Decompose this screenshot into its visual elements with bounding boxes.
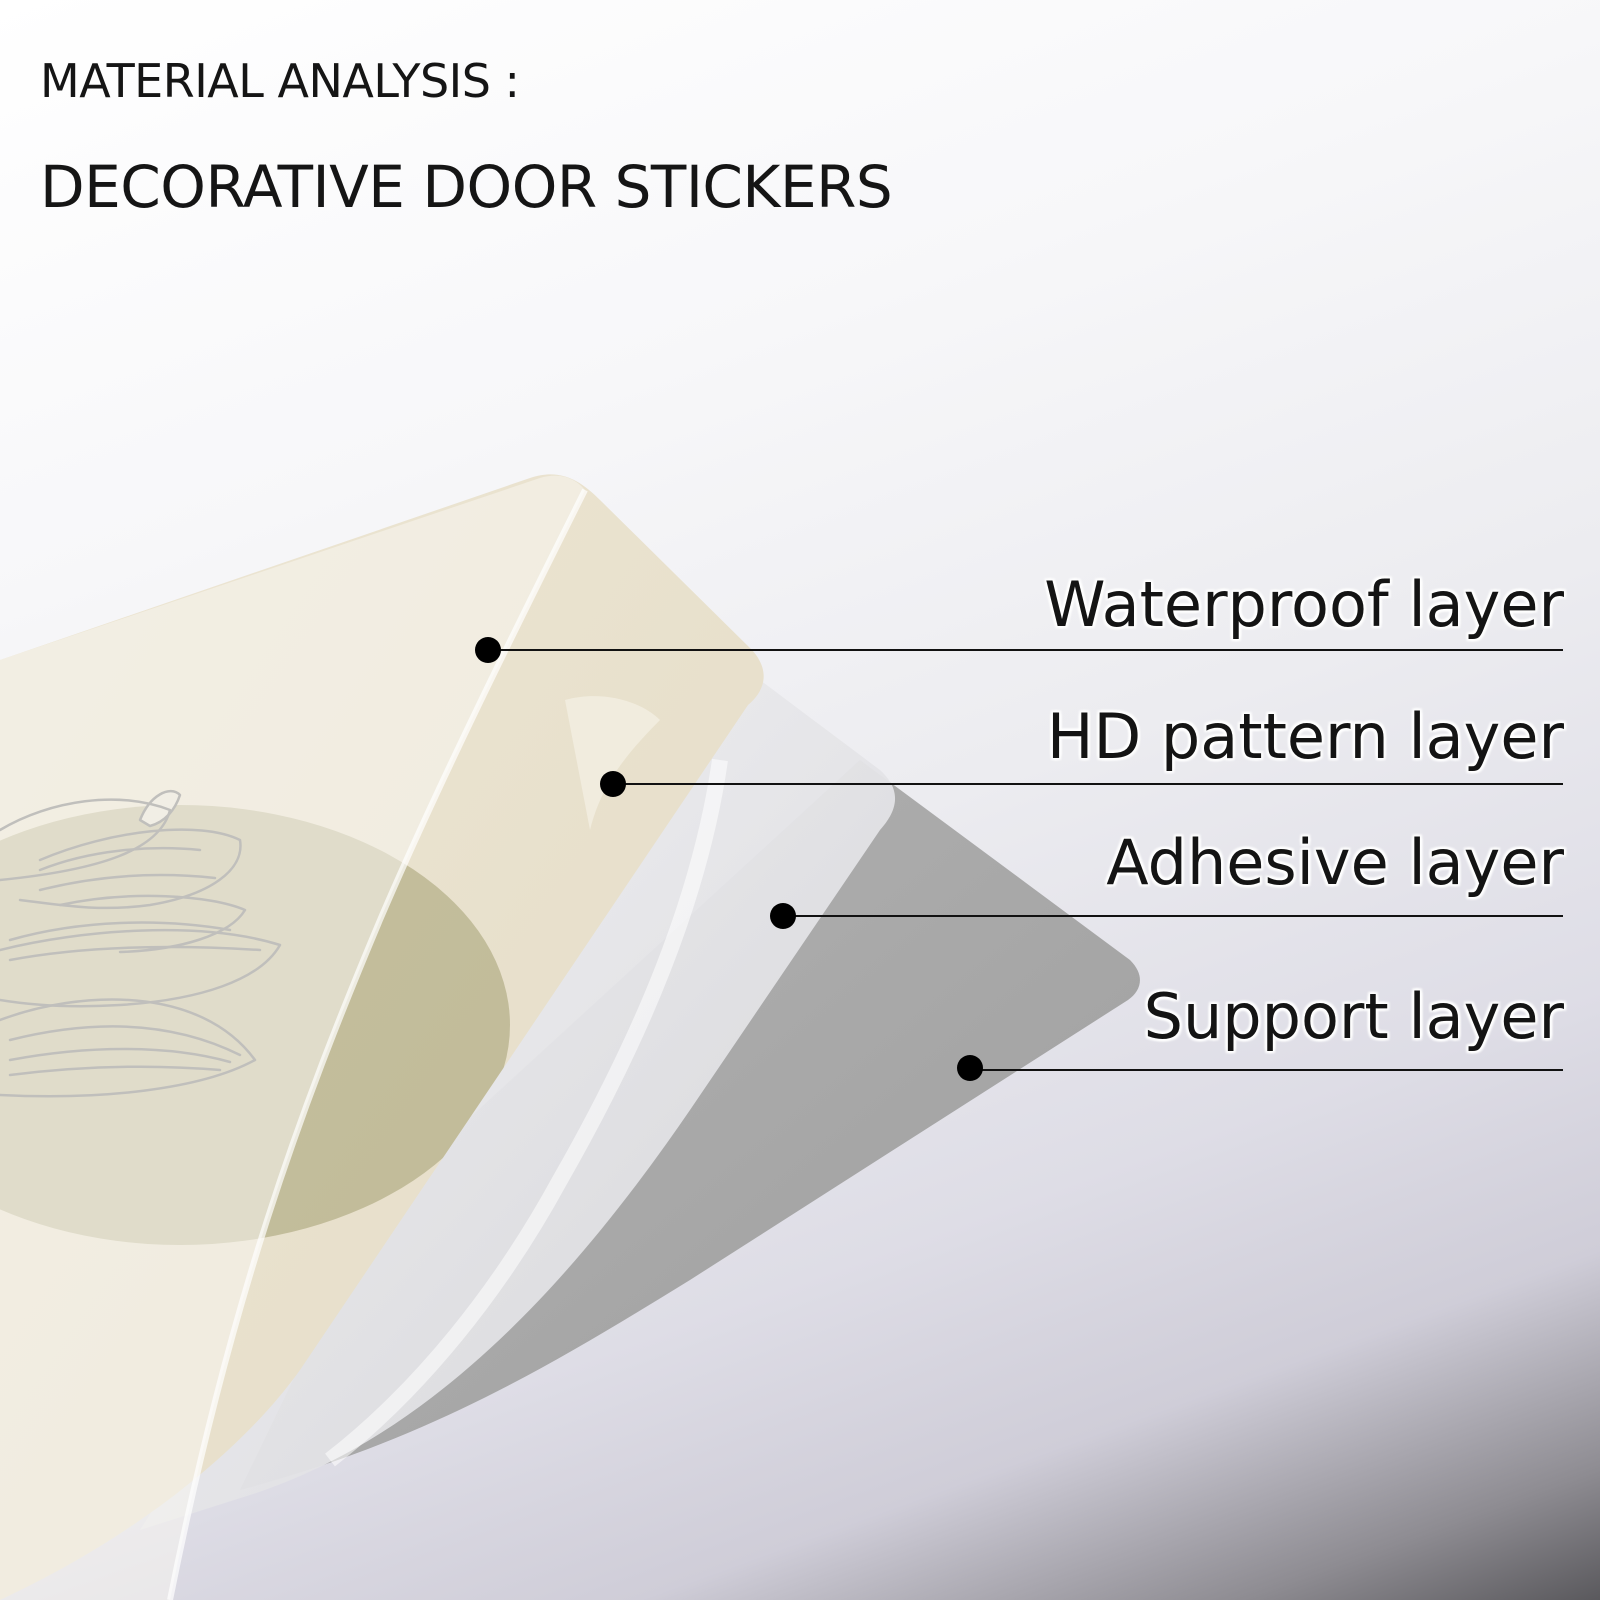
- leader-dot: [475, 637, 501, 663]
- label-support-layer: Support layer: [1143, 980, 1564, 1053]
- leader-dots: [475, 637, 983, 1081]
- label-hd-pattern-layer: HD pattern layer: [1046, 700, 1564, 773]
- leader-dot: [600, 771, 626, 797]
- waterproof-layer-fold: [565, 696, 660, 830]
- waterproof-layer-edge: [167, 488, 588, 1600]
- leader-lines: [488, 649, 1563, 1071]
- leader-dot: [957, 1055, 983, 1081]
- heading-title: MATERIAL ANALYSIS :: [40, 54, 520, 108]
- waterproof-layer-sheet: [0, 475, 585, 1600]
- leader-dot: [770, 903, 796, 929]
- label-waterproof-layer: Waterproof layer: [1044, 568, 1564, 641]
- label-adhesive-layer: Adhesive layer: [1106, 826, 1564, 899]
- adhesive-layer-highlight: [325, 758, 728, 1467]
- heading-subtitle: DECORATIVE DOOR STICKERS: [40, 153, 893, 221]
